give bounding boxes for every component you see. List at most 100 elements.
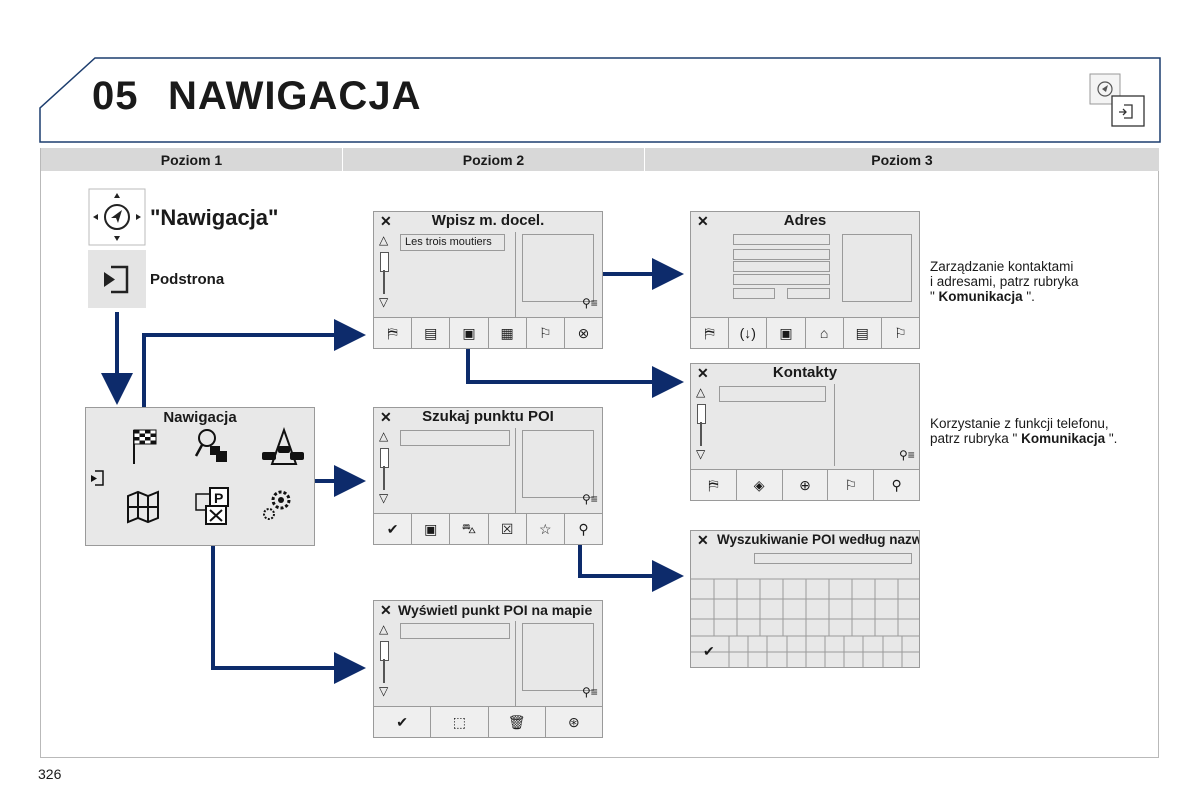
poi-search-input[interactable] xyxy=(400,430,510,446)
settings-icon[interactable] xyxy=(263,490,291,520)
map-icon[interactable] xyxy=(127,490,159,524)
scroll-down-icon[interactable]: ▽ xyxy=(379,295,389,309)
address-field-6[interactable] xyxy=(787,288,830,299)
address-field-2[interactable] xyxy=(733,249,830,260)
contacts-screen: ✕ Kontakty △ ▽ ⚲≡ ⛿ ◈ ⊕ ⚐ ⚲ xyxy=(690,363,920,501)
poi-map-screen: ✕ Wyświetl punkt POI na mapie △ ▽ ⚲≡ ✔ ⬚… xyxy=(373,600,603,738)
navigation-menu-screen: Nawigacja xyxy=(85,407,315,546)
address-field-3[interactable] xyxy=(733,261,830,272)
delete-icon[interactable]: 🗑 xyxy=(489,707,546,737)
address-field-5[interactable] xyxy=(733,288,775,299)
chapter-number: 05 xyxy=(92,74,139,118)
poi-name-input[interactable] xyxy=(754,553,912,564)
arrow-poi-search-to-poi-name xyxy=(578,545,684,592)
route-options-icon[interactable]: ⛿ xyxy=(691,318,730,348)
scroll-up-icon[interactable]: △ xyxy=(379,233,389,247)
scrollbar-thumb[interactable] xyxy=(380,448,389,468)
add-contact-icon[interactable]: ⊕ xyxy=(783,470,829,500)
favorite-icon[interactable]: ☆ xyxy=(527,514,565,544)
search-by-name-icon[interactable]: ⚲ xyxy=(891,476,902,493)
on-screen-keyboard[interactable] xyxy=(691,531,920,668)
phone-note-line1: Korzystanie z funkcji telefonu, xyxy=(930,416,1109,431)
close-icon[interactable]: ✕ xyxy=(697,532,709,548)
phone-note: Korzystanie z funkcji telefonu, patrz ru… xyxy=(930,416,1117,446)
subpage-icon[interactable] xyxy=(91,470,104,486)
scroll-down-icon[interactable]: ▽ xyxy=(696,447,706,461)
page-number: 326 xyxy=(38,766,62,782)
subpage-button-icon[interactable] xyxy=(88,250,146,308)
route-options-icon[interactable]: ⛿ xyxy=(691,470,737,500)
cancel-poi-icon[interactable]: ☒ xyxy=(489,514,527,544)
close-icon[interactable]: ✕ xyxy=(697,365,709,381)
search-by-name-icon[interactable]: ⚲ xyxy=(578,520,589,537)
divider xyxy=(515,621,516,707)
import-icon[interactable]: ⊛ xyxy=(568,713,580,730)
home-icon[interactable]: ⌂ xyxy=(806,318,844,348)
address-field-1[interactable] xyxy=(733,234,830,245)
route-options-icon[interactable]: ⛿ xyxy=(374,318,413,348)
preview-panel xyxy=(522,623,594,691)
poi-by-name-screen: ✕ Wyszukiwanie POI według nazwy ✔ xyxy=(690,530,920,668)
contacts-screen-title: Kontakty xyxy=(772,364,838,381)
contacts-icon[interactable]: ▣ xyxy=(450,318,489,348)
destination-screen-title: Wpisz m. docel. xyxy=(431,212,545,229)
map-grid-icon[interactable]: ▦ xyxy=(489,318,527,348)
scroll-down-icon[interactable]: ▽ xyxy=(379,684,389,698)
contacts-search-input[interactable] xyxy=(719,386,826,402)
scrollbar-track xyxy=(700,422,702,446)
contacts-note-line1: Zarządzanie kontaktami xyxy=(930,259,1074,274)
divider xyxy=(515,232,516,318)
contacts-note: Zarządzanie kontaktami i adresami, patrz… xyxy=(930,259,1079,304)
address-field-4[interactable] xyxy=(733,274,830,285)
list-search-icon[interactable]: ⚲≡ xyxy=(899,448,915,462)
call-icon[interactable]: (↓) xyxy=(729,318,768,348)
add-waypoint-icon[interactable]: ⚐ xyxy=(828,470,875,500)
poi-category-icon[interactable]: ▣ xyxy=(767,318,806,348)
poi-categories-icon[interactable]: P xyxy=(195,487,229,525)
destination-flag-icon[interactable] xyxy=(133,429,157,464)
scrollbar-thumb[interactable] xyxy=(380,641,389,661)
add-waypoint-icon[interactable]: ⚐ xyxy=(894,324,907,341)
confirm-icon[interactable]: ✔ xyxy=(703,643,715,659)
poi-map-input[interactable] xyxy=(400,623,510,639)
column-header-level-1: Poziom 1 xyxy=(41,148,343,171)
destination-screen: ✕ Wpisz m. docel. △ ▽ Les trois moutiers… xyxy=(373,211,603,349)
list-search-icon[interactable]: ⚲≡ xyxy=(582,685,598,699)
scroll-up-icon[interactable]: △ xyxy=(379,622,389,636)
destination-input[interactable]: Les trois moutiers xyxy=(400,234,505,251)
save-icon[interactable]: ▤ xyxy=(844,318,882,348)
poi-search-toolbar: ✔ ▣ ⛍ ☒ ☆ ⚲ xyxy=(374,513,602,544)
phone-note-suffix: ". xyxy=(1105,431,1118,446)
address-screen-title: Adres xyxy=(783,212,827,229)
phone-note-prefix: patrz rubryka " xyxy=(930,431,1022,446)
close-icon[interactable]: ✕ xyxy=(380,409,392,425)
traffic-icon[interactable] xyxy=(262,426,304,465)
scroll-up-icon[interactable]: △ xyxy=(696,385,706,399)
scroll-down-icon[interactable]: ▽ xyxy=(379,491,389,505)
list-search-icon[interactable]: ⚲≡ xyxy=(582,492,598,506)
address-toolbar: ⛿ (↓) ▣ ⌂ ▤ ⚐ xyxy=(691,317,919,348)
select-area-icon[interactable]: ⬚ xyxy=(431,707,489,737)
scrollbar-thumb[interactable] xyxy=(697,404,706,424)
header-navigation-icon xyxy=(1089,73,1145,127)
navigation-button-icon[interactable] xyxy=(88,188,146,246)
navigate-contact-icon[interactable]: ◈ xyxy=(737,470,783,500)
address-card-icon[interactable]: ▤ xyxy=(412,318,451,348)
gps-target-icon[interactable]: ⊗ xyxy=(577,324,590,341)
poi-category-icon[interactable]: ▣ xyxy=(412,514,451,544)
list-search-icon[interactable]: ⚲≡ xyxy=(582,296,598,310)
scroll-up-icon[interactable]: △ xyxy=(379,429,389,443)
close-icon[interactable]: ✕ xyxy=(380,602,392,618)
contacts-note-prefix: " xyxy=(930,289,939,304)
confirm-icon[interactable]: ✔ xyxy=(374,514,413,544)
confirm-icon[interactable]: ✔ xyxy=(374,707,432,737)
close-icon[interactable]: ✕ xyxy=(380,213,392,229)
car-icon[interactable]: ⛍ xyxy=(450,514,489,544)
poi-search-screen-title: Szukaj punktu POI xyxy=(422,408,554,425)
poi-search-icon[interactable] xyxy=(194,429,227,462)
close-icon[interactable]: ✕ xyxy=(697,213,709,229)
arrow-menu-to-poi-map xyxy=(211,526,366,684)
svg-text:P: P xyxy=(214,490,223,506)
scrollbar-thumb[interactable] xyxy=(380,252,389,272)
flag-icon[interactable]: ⚐ xyxy=(527,318,565,348)
